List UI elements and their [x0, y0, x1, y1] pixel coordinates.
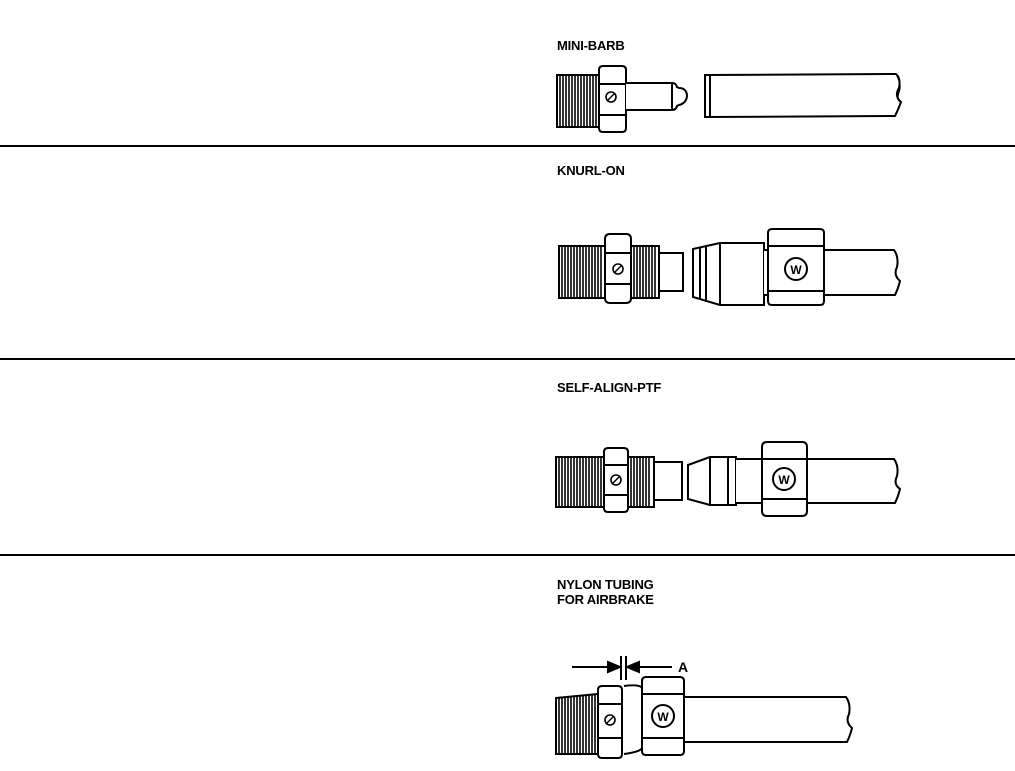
svg-text:W: W — [778, 473, 790, 487]
svg-text:W: W — [657, 710, 669, 724]
mini-barb-fitting-diagram — [556, 65, 903, 133]
section-divider-2 — [0, 358, 1015, 360]
dimension-a-label: A — [678, 659, 688, 675]
insert-sleeve — [692, 242, 765, 306]
knurl-on-fitting-diagram: W — [558, 228, 902, 306]
section-label-line-1: NYLON TUBING — [557, 577, 654, 592]
threaded-end — [556, 74, 600, 128]
tubing — [680, 696, 854, 743]
hex-body — [598, 65, 627, 133]
hex-body — [603, 447, 629, 513]
nylon-tubing-fitting-diagram: A — [555, 656, 854, 759]
knurl-nut: W — [767, 228, 825, 306]
hex-body — [597, 685, 623, 759]
tapered-sleeve — [687, 456, 737, 506]
section-label-nylon-tubing: NYLON TUBING FOR AIRBRAKE — [557, 577, 654, 607]
self-align-ptf-fitting-diagram: W — [555, 441, 902, 517]
section-label-knurl-on: KNURL-ON — [557, 163, 625, 178]
hex-nut: W — [761, 441, 808, 517]
section-divider-3 — [0, 554, 1015, 556]
dimension-a-marker: A — [572, 656, 688, 680]
fitting-nose — [653, 461, 683, 501]
barb-stem — [626, 82, 689, 111]
section-label-mini-barb: MINI-BARB — [557, 38, 625, 53]
svg-text:W: W — [790, 263, 802, 277]
threaded-end-rear — [627, 456, 655, 508]
threaded-end — [555, 692, 599, 755]
threaded-end-rear — [630, 245, 660, 299]
section-label-self-align-ptf: SELF-ALIGN-PTF — [557, 380, 662, 395]
tubing — [704, 72, 903, 119]
section-label-line-2: FOR AIRBRAKE — [557, 592, 654, 607]
hex-nut: W — [623, 676, 685, 756]
section-divider-1 — [0, 145, 1015, 147]
threaded-end — [555, 456, 605, 508]
fitting-nose — [658, 252, 684, 292]
tubing — [736, 458, 902, 504]
hex-body — [604, 233, 632, 304]
threaded-end — [558, 245, 606, 299]
